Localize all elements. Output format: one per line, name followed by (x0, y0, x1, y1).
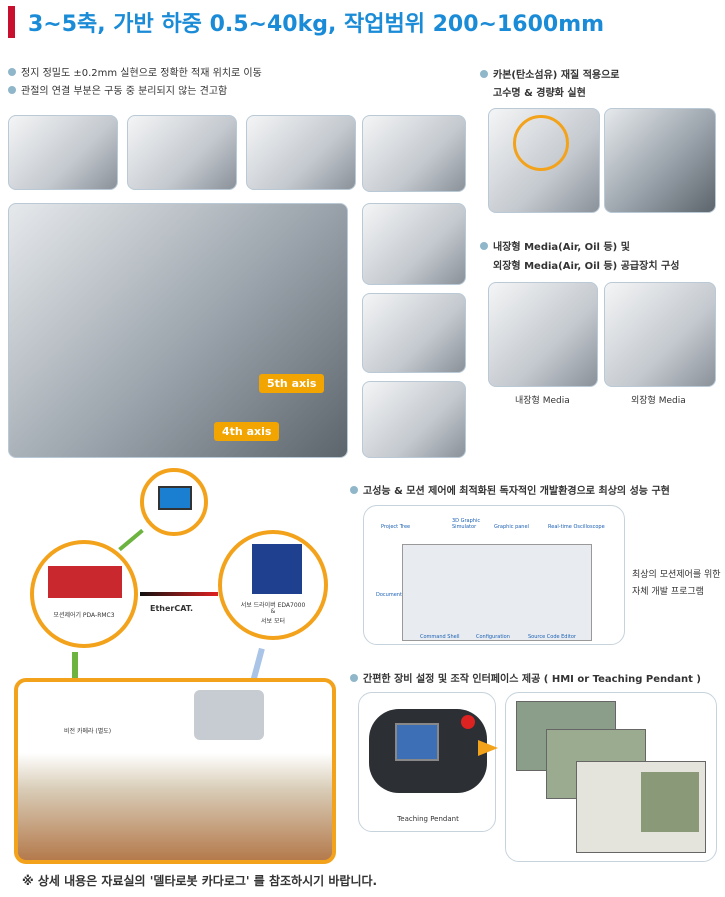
label-project-tree: Project Tree (381, 524, 411, 530)
bullet-precision: 정지 정밀도 ±0.2mm 실현으로 정확한 적재 위치로 이동 (8, 64, 262, 79)
photo-carbon-1 (488, 108, 600, 213)
pendant-screen (395, 723, 439, 761)
bullet-dot-icon (350, 485, 358, 494)
delta-robot-image (194, 690, 264, 740)
bullet-dot-icon (8, 67, 16, 76)
carbon-heading: 카본(탄소섬유) 재질 적용으로 (480, 66, 620, 81)
photo-wrist-closeup: 5th axis 4th axis (8, 203, 348, 458)
monitor-node (140, 468, 208, 536)
ethercat-arrow (140, 592, 218, 596)
software-heading: 고성능 & 모션 제어에 최적화된 독자적인 개발환경으로 최상의 성능 구현 (350, 482, 670, 497)
bullet-text: 정지 정밀도 ±0.2mm 실현으로 정확한 적재 위치로 이동 (21, 68, 262, 79)
hmi-frame (505, 692, 717, 862)
servo-node: 서보 드라이버 EDA7000 & 서보 모터 (218, 530, 328, 640)
monitor-icon (158, 486, 192, 510)
pendant-frame: Teaching Pendant (358, 692, 496, 832)
footer-note: ※ 상세 내용은 자료실의 '델타로봇 카다로그' 를 참조하시기 바랍니다. (22, 874, 378, 888)
photo-carbon-2 (604, 108, 716, 213)
teaching-pendant-image (369, 709, 487, 793)
bullet-text: 관절의 연결 부분은 구동 중 분리되지 않는 견고함 (21, 86, 228, 97)
highlight-circle (513, 115, 569, 171)
header-accent-bar (8, 6, 15, 38)
media-line1: 내장형 Media(Air, Oil 등) 및 (493, 242, 630, 253)
software-frame: Project Tree 3D Graphic Simulator Graphi… (363, 505, 625, 645)
conveyor-scene: 비전 카메라 (별도) (14, 678, 336, 864)
internal-media-label: 내장형 Media (515, 396, 570, 406)
bullet-joint: 관절의 연결 부분은 구동 중 분리되지 않는 견고함 (8, 82, 227, 97)
photo-side-3 (362, 381, 466, 458)
photo-side-2 (362, 293, 466, 373)
bullet-dot-icon (350, 673, 358, 682)
page-title: 3~5축, 가반 하중 0.5~40kg, 작업범위 200~1600mm (28, 12, 605, 37)
servo-image (252, 544, 302, 594)
photo-gripper-3 (246, 115, 356, 190)
carbon-line2: 고수명 & 경량화 실현 (493, 88, 586, 99)
pendant-label: Teaching Pendant (397, 815, 459, 823)
vision-link-arrow (72, 652, 78, 688)
hmi-heading-text: 간편한 장비 설정 및 조작 인터페이스 제공 ( HMI or Teachin… (363, 674, 701, 685)
photo-external-media (604, 282, 716, 387)
axis4-label: 4th axis (214, 422, 280, 441)
label-source-editor: Source Code Editor (528, 634, 576, 640)
carbon-line1: 카본(탄소섬유) 재질 적용으로 (493, 70, 620, 81)
arrow-right-icon (478, 740, 498, 756)
page-header: 3~5축, 가반 하중 0.5~40kg, 작업범위 200~1600mm (0, 0, 725, 44)
axis5-label: 5th axis (259, 374, 325, 393)
controller-node: 모션제어기 PDA-RMC3 (30, 540, 138, 648)
photo-gripper-1 (8, 115, 118, 190)
hmi-screen-3 (576, 761, 706, 853)
monitor-link-arrow (118, 528, 144, 552)
hmi-jog-panel (641, 772, 699, 832)
controller-label: 모션제어기 PDA-RMC3 (53, 612, 115, 619)
external-media-label: 외장형 Media (631, 396, 686, 406)
label-3d-simulator: 3D Graphic Simulator (452, 518, 481, 530)
servo-label-1: 서보 드라이버 EDA7000 (240, 602, 306, 609)
photo-side-1 (362, 203, 466, 285)
media-line2: 외장형 Media(Air, Oil 등) 공급장치 구성 (493, 261, 680, 272)
label-command-shell: Command Shell (420, 634, 460, 640)
label-oscilloscope: Real-time Oscilloscope (548, 524, 605, 530)
label-graphic-panel: Graphic panel (494, 524, 529, 530)
software-desc-2: 자체 개발 프로그램 (632, 587, 704, 597)
photo-gripper-2 (127, 115, 237, 190)
software-heading-text: 고성능 & 모션 제어에 최적화된 독자적인 개발환경으로 최상의 성능 구현 (363, 486, 670, 497)
photo-red-base (362, 115, 466, 192)
vision-camera-label: 비전 카메라 (별도) (64, 728, 112, 735)
bullet-dot-icon (480, 241, 488, 250)
software-desc-1: 최상의 모션제어를 위한 (632, 570, 721, 580)
servo-label-2: & (270, 608, 276, 615)
bullet-dot-icon (8, 85, 16, 94)
software-screenshot (402, 544, 592, 641)
label-configuration: Configuration (476, 634, 510, 640)
media-heading: 내장형 Media(Air, Oil 등) 및 (480, 238, 630, 253)
photo-internal-media (488, 282, 598, 387)
bullet-dot-icon (480, 69, 488, 78)
label-document: Document (376, 592, 402, 598)
controller-image (48, 566, 122, 598)
servo-label-3: 서보 모터 (261, 618, 285, 625)
hmi-heading: 간편한 장비 설정 및 조작 인터페이스 제공 ( HMI or Teachin… (350, 670, 701, 685)
ethercat-label: EtherCAT. (150, 604, 194, 613)
emergency-stop-icon (461, 715, 475, 729)
